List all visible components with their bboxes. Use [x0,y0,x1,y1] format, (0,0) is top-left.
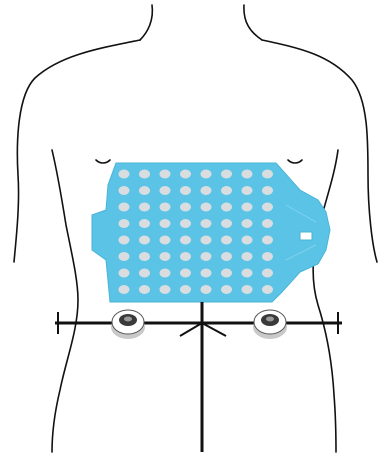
pad-dot [242,252,253,261]
pad-dot [160,219,171,228]
pad-dot [242,203,253,212]
pad-dot [221,269,232,278]
pad-dot [221,203,232,212]
pad-dot [201,236,212,245]
pad-dot [262,186,273,195]
pad-dot [221,170,232,179]
pad-dot [160,170,171,179]
pad-dot [119,252,130,261]
pad-dot [221,285,232,294]
pad-dot [262,252,273,261]
neck-right [244,5,262,40]
pad-dot [139,236,150,245]
pad-dot [180,252,191,261]
electrode-snap [124,317,132,322]
pad-dot [221,219,232,228]
pad-dot [139,186,150,195]
pad-dot [180,203,191,212]
pad-dot [201,170,212,179]
pad-dot [242,236,253,245]
pad-dot [201,186,212,195]
pad-dot [201,219,212,228]
neck-left [140,5,152,40]
pad-dot [160,186,171,195]
pad-dot [119,285,130,294]
pad-dot [180,219,191,228]
pad-dot [119,186,130,195]
pad-dot [262,170,273,179]
crosshair-diag-right [202,323,226,336]
torso-side-right [313,150,338,452]
pad-dot [139,252,150,261]
pad-dot [201,269,212,278]
crosshair [55,302,342,452]
pad-dot [262,269,273,278]
pad-dot [242,186,253,195]
electrode-pad [92,163,330,302]
pad-dot [119,236,130,245]
pad-dot [119,269,130,278]
pad-dot [242,285,253,294]
pad-dot [242,219,253,228]
crosshair-diag-left [180,323,202,336]
pad-dot [180,236,191,245]
pad-dot [221,186,232,195]
pad-dot [180,269,191,278]
pad-dot [242,269,253,278]
pad-dot [201,252,212,261]
pad-dot [119,219,130,228]
pad-dot [119,203,130,212]
pad-dot [180,170,191,179]
pad-dot [180,285,191,294]
pad-dot [221,236,232,245]
pad-dot [262,203,273,212]
pad-dot [139,170,150,179]
reference-electrode-left [111,310,145,339]
pad-dot [139,285,150,294]
pad-dot [160,285,171,294]
pad-dot [262,285,273,294]
pad-dot [242,170,253,179]
chest-mark-left [96,160,110,163]
pad-dot [160,236,171,245]
pad-dot [201,285,212,294]
torso-side-left [52,150,78,452]
pad-dot [119,170,130,179]
pad-dot [262,236,273,245]
pad-dot [160,203,171,212]
pad-dot [139,269,150,278]
reference-electrode-right [253,310,287,339]
chest-mark-right [288,160,302,163]
pad-dot [221,252,232,261]
pad-dot [160,252,171,261]
pad-dot [201,203,212,212]
pad-dot [180,186,191,195]
electrode-snap [266,317,274,322]
pad-connector [300,232,312,240]
pad-dot [139,203,150,212]
pad-dot [160,269,171,278]
pad-body [92,163,330,302]
pad-dot [139,219,150,228]
pad-dot [262,219,273,228]
